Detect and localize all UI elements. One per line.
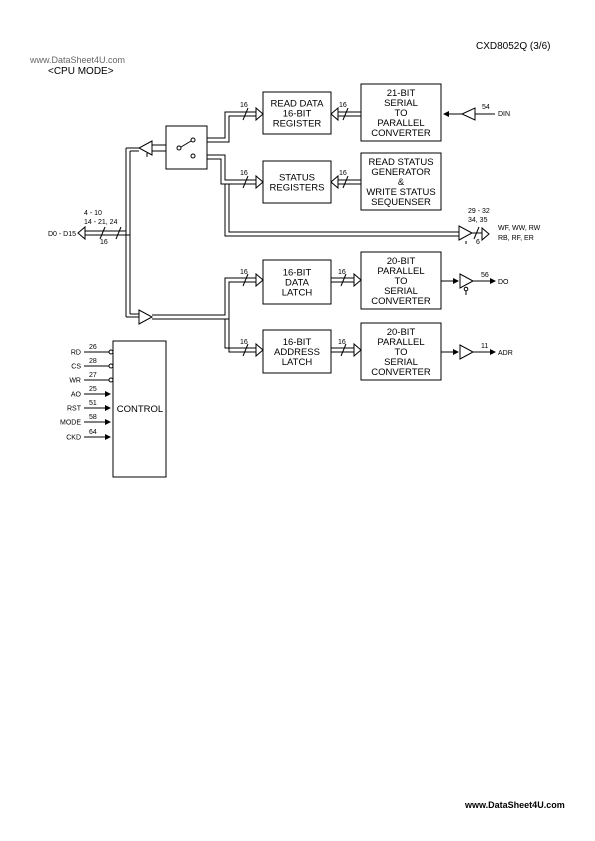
bus-width-5: 16 <box>240 269 248 276</box>
p2s-adr-text-4: CONVERTER <box>371 367 431 378</box>
d-pins-line2: 14 - 21, 24 <box>84 219 118 226</box>
data-latch-text-2: LATCH <box>282 288 313 299</box>
wf-pins-line1: 29 - 32 <box>468 208 490 215</box>
p2s-do-text-1: PARALLEL <box>377 266 424 277</box>
d-pins-line1: 4 - 10 <box>84 210 102 217</box>
read-data-reg-text-2: REGISTER <box>273 119 322 130</box>
adr-label: ADR <box>498 350 513 357</box>
s2p21-text-3: PARALLEL <box>377 118 424 129</box>
watermark-bottom: www.DataSheet4U.com <box>465 800 565 810</box>
control-signal-mode: MODE <box>60 420 81 427</box>
control-pin-rd: 26 <box>89 344 97 351</box>
control-pin-ao: 25 <box>89 386 97 393</box>
switch-block <box>165 125 208 170</box>
bus-arrow-p2s-adr <box>353 342 362 358</box>
s2p21-text-4: CONVERTER <box>371 128 431 139</box>
control-pin-ckd: 64 <box>89 429 97 436</box>
control-signal-wr: WR <box>69 378 81 385</box>
p2s-do-text-3: SERIAL <box>384 286 418 297</box>
inverter-bubble <box>108 349 114 355</box>
control-pin-wr: 27 <box>89 372 97 379</box>
read-status-gen-text-3: WRITE STATUS <box>366 187 435 198</box>
status-reg-text-0: STATUS <box>279 173 315 184</box>
status-generator-block <box>360 152 442 211</box>
wf-signals-line2: RB, RF, ER <box>498 235 534 242</box>
wf-signals-line1: WF, WW, RW <box>498 225 541 232</box>
read-status-gen-text-0: READ STATUS <box>368 157 433 168</box>
inverter-bubble <box>108 363 114 369</box>
d-bus-label: D0 - D15 <box>48 231 76 238</box>
control-signal-ckd: CKD <box>66 435 81 442</box>
p2s-adr-text-3: SERIAL <box>384 357 418 368</box>
din-label: DIN <box>498 111 510 118</box>
bus-arrow-into-status <box>255 174 264 190</box>
bus-width-4: 16 <box>240 170 248 177</box>
do-buffer <box>459 273 475 289</box>
din-pin-label: 54 <box>482 104 490 111</box>
bus-arrow-status <box>330 174 339 190</box>
addr-latch-text-2: LATCH <box>282 357 313 368</box>
bus-input-buffer <box>137 140 153 156</box>
p2s-do-text-4: CONVERTER <box>371 296 431 307</box>
bus-arrow-read-data <box>330 106 339 122</box>
bus-arrow-wf <box>481 226 490 242</box>
adr-buffer <box>459 344 475 360</box>
read-data-reg-text-0: READ DATA <box>271 99 325 110</box>
wf-width-label: 6 <box>476 239 480 246</box>
do-label: DO <box>498 279 509 286</box>
do-pin-label: 56 <box>481 272 489 279</box>
read-status-gen-text-1: GENERATOR <box>371 167 430 178</box>
bus-arrow-data-latch <box>255 272 264 288</box>
p2s-adr-text-1: PARALLEL <box>377 337 424 348</box>
d-width-label: 16 <box>100 239 108 246</box>
addr-latch-text-0: 16-BIT <box>283 337 312 348</box>
control-pin-rst: 51 <box>89 400 97 407</box>
bus-output-buffer <box>138 309 154 325</box>
adr-pin-label: 11 <box>481 343 488 350</box>
bus-arrow-addr-latch <box>255 342 264 358</box>
control-signal-cs: CS <box>71 364 81 371</box>
read-status-gen-text-4: SEQUENSER <box>371 197 431 208</box>
wf-buffer <box>458 225 474 241</box>
control-block <box>112 340 167 478</box>
bus-width-7: 16 <box>338 269 346 276</box>
bus-arrow-into-read-reg <box>255 106 264 122</box>
bus-width-3: 16 <box>240 102 248 109</box>
addr-latch-text-1: ADDRESS <box>274 347 320 358</box>
control-signal-rst: RST <box>67 406 82 413</box>
read-status-gen-text-2: & <box>398 177 405 188</box>
p2s-do-text-0: 20-BIT <box>387 256 416 267</box>
bus-arrow-d-bus <box>77 225 86 241</box>
read-data-reg-text-1: 16-BIT <box>283 109 312 120</box>
s2p21-text-1: SERIAL <box>384 98 418 109</box>
status-reg-text-1: REGISTERS <box>270 183 325 194</box>
data-latch-text-0: 16-BIT <box>283 268 312 279</box>
read-data-register-block <box>262 91 332 135</box>
control-pin-cs: 28 <box>89 358 97 365</box>
inverter-bubble <box>108 377 114 383</box>
watermark-top: www.DataSheet4U.com <box>30 55 126 65</box>
bus-width-2: 16 <box>339 170 347 177</box>
p2s-do-text-2: TO <box>394 276 407 287</box>
bus-arrow-p2s-do <box>353 272 362 288</box>
data-latch-text-1: DATA <box>285 278 310 289</box>
din-buffer <box>460 107 476 121</box>
control-pin-mode: 58 <box>89 414 97 421</box>
s2p21-text-2: TO <box>394 108 407 119</box>
control-signal-rd: RD <box>71 350 81 357</box>
p2s-adr-text-2: TO <box>394 347 407 358</box>
bus-width-8: 16 <box>338 339 346 346</box>
bus-width-6: 16 <box>240 339 248 346</box>
s2p21-text-0: 21-BIT <box>387 88 416 99</box>
p2s-adr-text-0: 20-BIT <box>387 327 416 338</box>
mode-title: <CPU MODE> <box>48 66 114 77</box>
bus-width-1: 16 <box>339 102 347 109</box>
part-number-page: CXD8052Q (3/6) <box>476 41 551 52</box>
control-label: CONTROL <box>117 404 163 415</box>
control-signal-ao: AO <box>71 392 82 399</box>
wf-pins-line2: 34, 35 <box>468 217 488 224</box>
